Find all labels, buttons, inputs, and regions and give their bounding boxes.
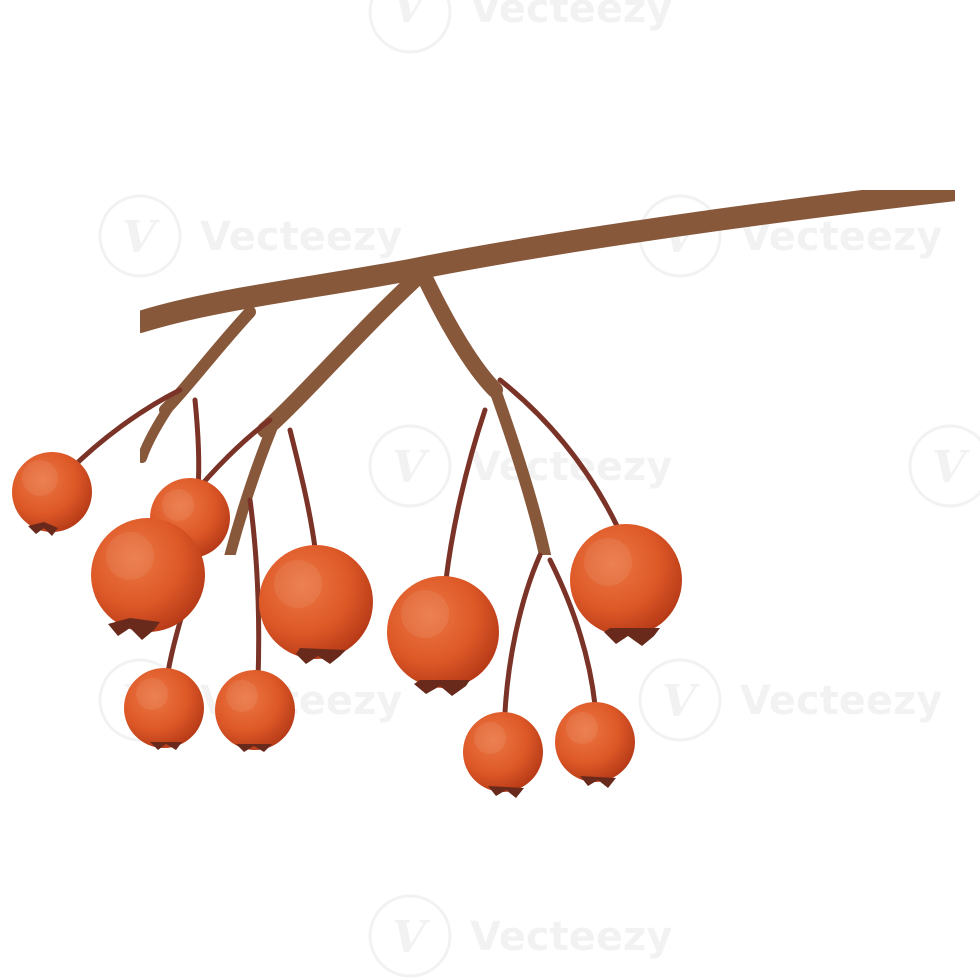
stem [547, 557, 598, 708]
berry-calyx [488, 786, 524, 798]
watermark-mark: V [908, 424, 980, 508]
watermark-text: Vecteezy [470, 0, 672, 32]
berry [124, 668, 204, 750]
stem [443, 407, 488, 583]
stem [67, 387, 183, 473]
sub-branch [489, 384, 551, 561]
watermark-mark: V Vecteezy [368, 894, 672, 978]
watermark-mark: V Vecteezy [368, 0, 672, 54]
stem [192, 397, 202, 491]
berry [555, 702, 635, 788]
berry-calyx [236, 744, 272, 752]
watermark-mark: V Vecteezy [368, 424, 672, 508]
svg-text:V: V [932, 442, 970, 493]
stem [497, 377, 621, 531]
berry [463, 712, 543, 798]
svg-text:V: V [392, 0, 430, 33]
berry-calyx [150, 742, 182, 750]
berry-highlights [22, 460, 632, 754]
berry [91, 518, 205, 640]
stem [247, 497, 262, 683]
stem [287, 427, 318, 551]
sub-branch [224, 422, 278, 561]
stem [502, 552, 543, 715]
berry-calyx [296, 648, 346, 664]
svg-text:V: V [122, 212, 160, 263]
sub-branch [137, 393, 180, 463]
berry [387, 576, 499, 696]
sub-branch [417, 270, 503, 398]
branch [129, 179, 966, 561]
watermark-text: Vecteezy [470, 914, 672, 960]
watermark: V Vecteezy V Vecteezy V Vecteezy V V Vec… [98, 0, 980, 978]
berry-calyx [28, 522, 58, 536]
berries [12, 452, 682, 798]
sub-branch [257, 267, 428, 438]
berry [215, 670, 295, 752]
svg-text:V: V [392, 912, 430, 963]
watermark-text: Vecteezy [200, 214, 402, 260]
main-branch [129, 179, 966, 333]
berry-calyx [108, 618, 160, 640]
berry-calyx [580, 776, 616, 788]
berry-calyx [414, 680, 470, 696]
berry [570, 524, 682, 646]
watermark-mark: V Vecteezy [98, 194, 402, 278]
watermark-text: Vecteezy [740, 678, 942, 724]
svg-text:V: V [662, 676, 700, 727]
svg-text:V: V [392, 442, 430, 493]
berry [259, 545, 373, 664]
berry-calyx [604, 628, 660, 646]
watermark-mark: V Vecteezy [638, 658, 942, 742]
